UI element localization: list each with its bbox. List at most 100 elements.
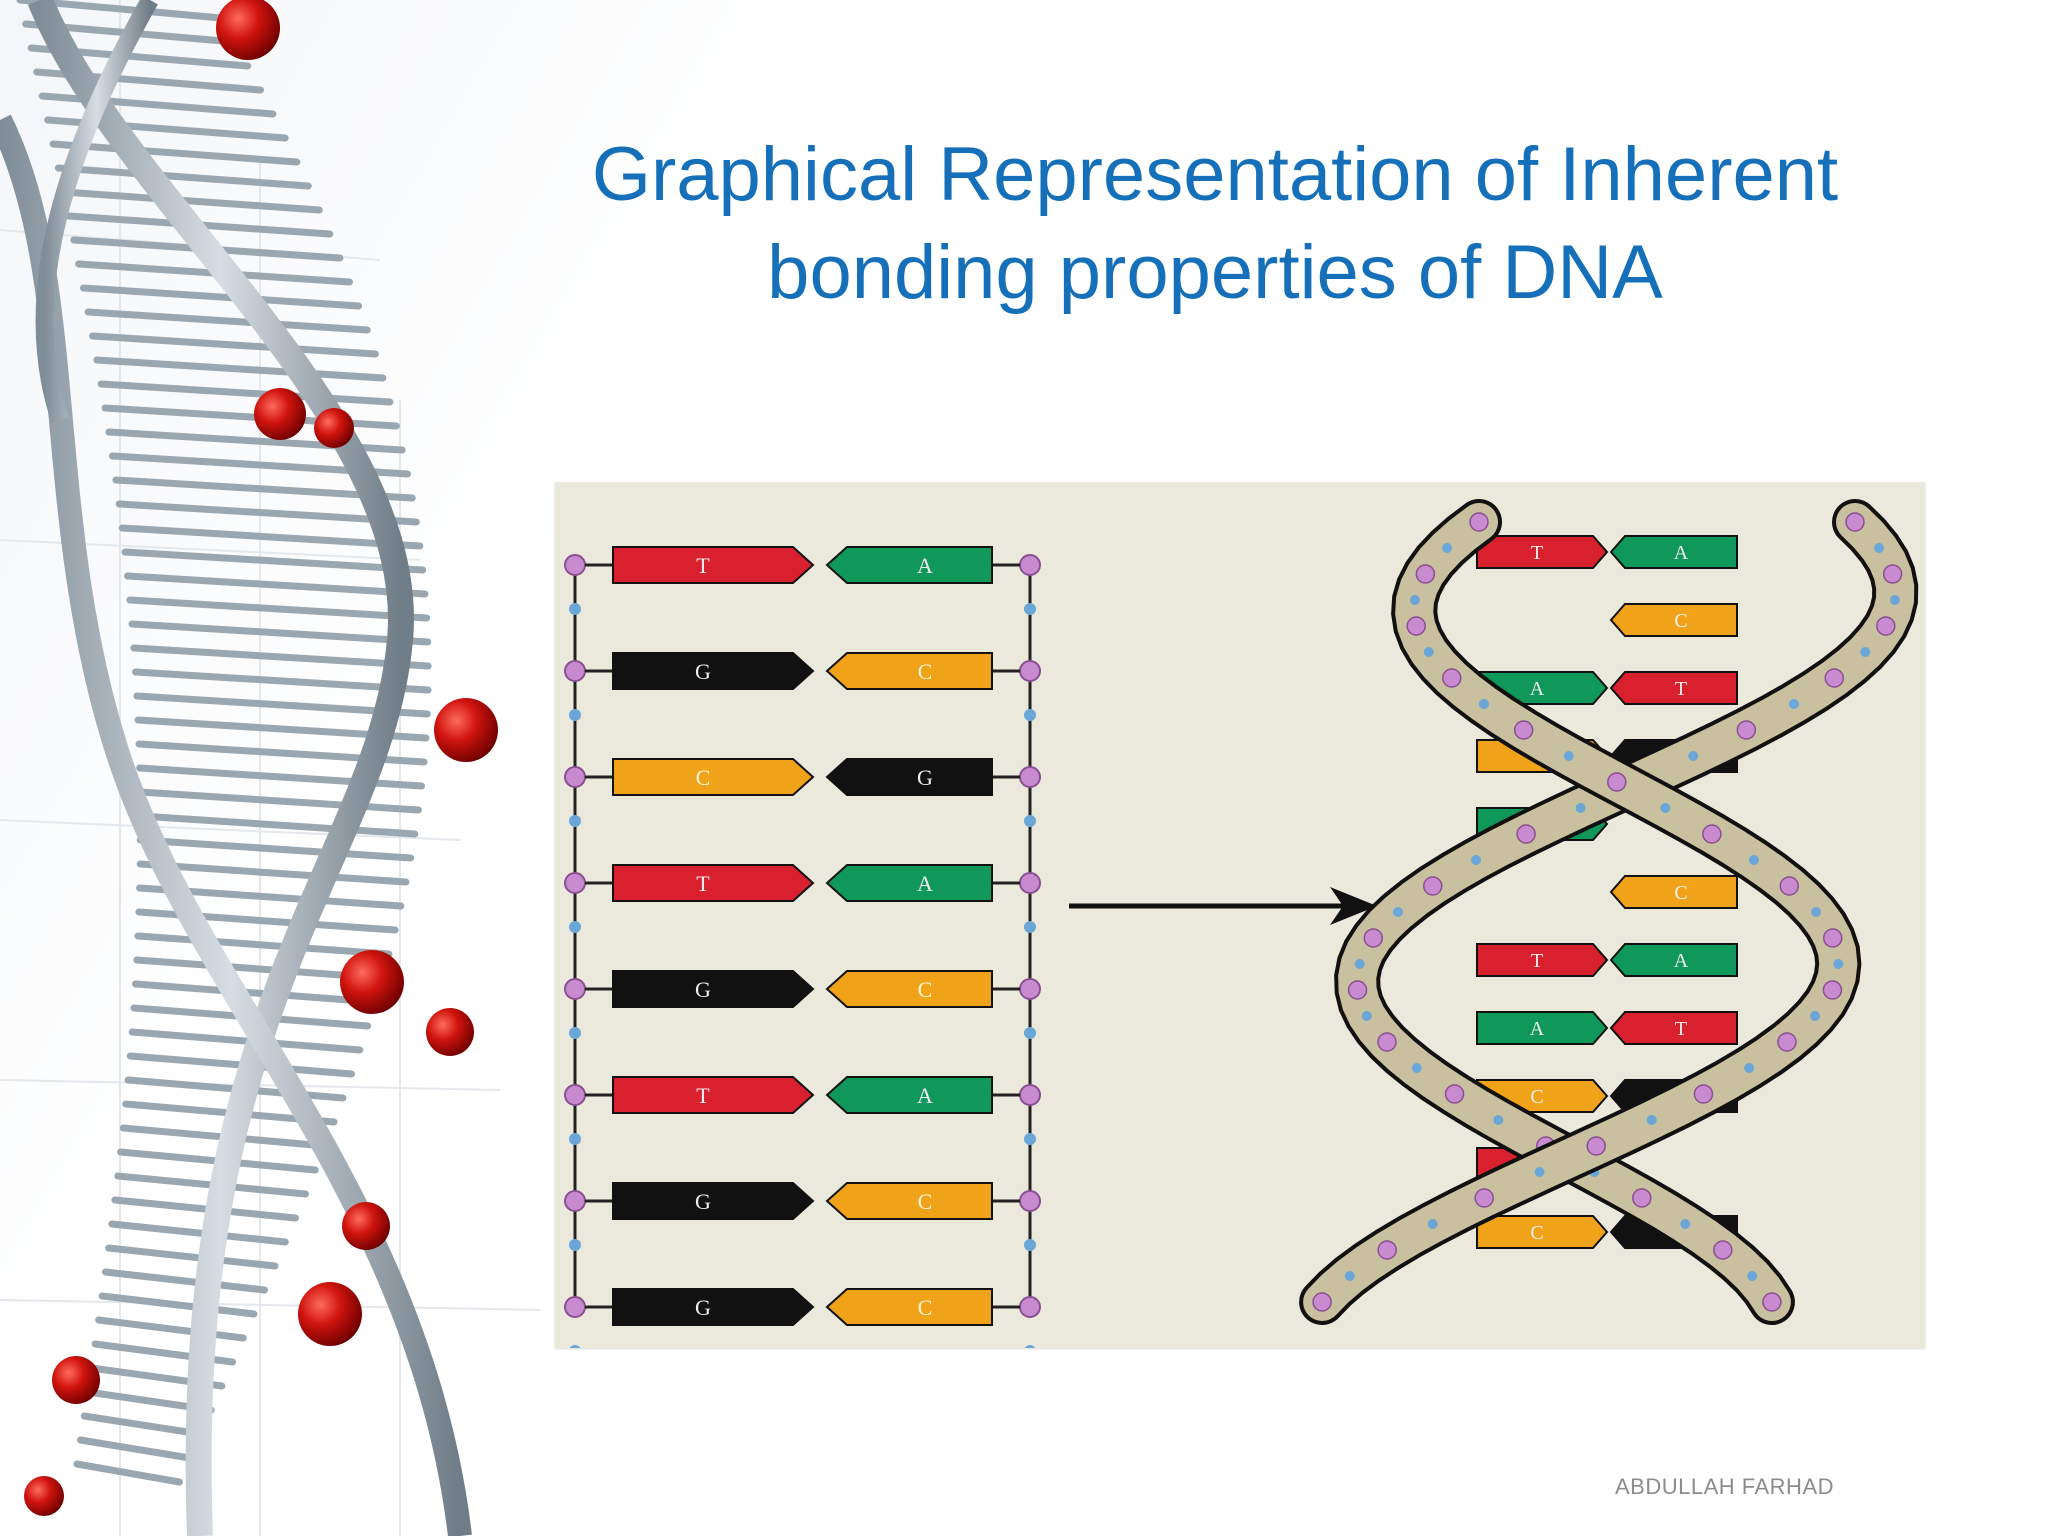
phosphate-node xyxy=(1019,978,1041,1000)
helix-sugar xyxy=(1833,959,1844,969)
helix-phosphate xyxy=(1713,1240,1733,1260)
helix-rung xyxy=(108,1220,289,1246)
helix-strand xyxy=(0,114,472,1536)
sugar-node xyxy=(569,921,581,933)
base-label-left: G xyxy=(695,1189,711,1214)
helix-phosphate xyxy=(1632,1188,1652,1208)
helix-rung xyxy=(98,1292,258,1318)
helix-rung xyxy=(136,860,410,886)
sugar-node xyxy=(1024,1133,1036,1145)
red-sphere xyxy=(24,1476,64,1516)
title-line-1: Graphical Representation of Inherent xyxy=(591,132,1839,217)
helix-base-label-right: C xyxy=(1674,610,1687,632)
helix-sugar xyxy=(1441,543,1452,553)
helix-base-right xyxy=(1609,1011,1738,1045)
base-left xyxy=(612,970,815,1008)
phosphate-node xyxy=(564,872,586,894)
base-label-right: A xyxy=(917,871,933,896)
helix-rung xyxy=(131,980,379,1006)
base-label-right: C xyxy=(918,977,933,1002)
helix-phosphate xyxy=(1377,1032,1397,1052)
helix-base-right xyxy=(1609,603,1738,637)
phosphate-node xyxy=(1019,660,1041,682)
base-right xyxy=(825,546,993,584)
helix-sugar xyxy=(1811,907,1822,917)
helix-sugar xyxy=(1411,1063,1422,1073)
base-label-right: C xyxy=(918,1295,933,1320)
base-label-left: C xyxy=(696,765,711,790)
sugar-node xyxy=(569,1345,581,1357)
base-label-left: T xyxy=(696,553,710,578)
red-sphere xyxy=(434,698,498,762)
author-footer: ABDULLAH FARHAD xyxy=(1615,1474,1835,1499)
base-left xyxy=(612,864,815,902)
helix-sugar xyxy=(1688,751,1699,761)
helix-base-label-right: A xyxy=(1674,950,1689,972)
helix-phosphate xyxy=(1882,564,1903,584)
helix-phosphate xyxy=(1586,1136,1606,1156)
helix-sugar xyxy=(1427,1219,1438,1229)
helix-sugar xyxy=(1789,699,1800,709)
helix-sugar xyxy=(1392,907,1403,917)
sugar-node xyxy=(569,1133,581,1145)
helix-rung xyxy=(84,308,371,334)
dna-helix-decoration xyxy=(0,0,541,1536)
helix-base-label-left: A xyxy=(1530,678,1545,700)
base-left xyxy=(612,758,815,796)
helix-rung xyxy=(95,1316,247,1342)
helix-base-right xyxy=(1609,875,1738,909)
helix-rung xyxy=(79,284,363,310)
helix-phosphate xyxy=(1779,876,1800,896)
red-sphere xyxy=(314,408,354,448)
helix-strand xyxy=(27,0,414,1536)
helix-phosphate xyxy=(1474,1188,1494,1208)
helix-sugar xyxy=(1889,595,1900,605)
helix-phosphate xyxy=(1777,1032,1797,1052)
arrow-head xyxy=(1330,887,1377,925)
helix-rung xyxy=(121,548,427,574)
helix-base-right xyxy=(1609,535,1738,569)
sugar-node xyxy=(1024,1239,1036,1251)
helix-sugar xyxy=(1660,803,1671,813)
helix-rung xyxy=(54,164,312,190)
helix-phosphate xyxy=(1822,980,1843,1000)
helix-rung xyxy=(89,332,379,358)
sugar-node xyxy=(1024,921,1036,933)
red-sphere xyxy=(342,1202,390,1250)
helix-phosphate xyxy=(1347,980,1368,1000)
helix-sugar xyxy=(1361,1011,1372,1021)
helix-phosphate xyxy=(1377,1240,1397,1260)
helix-sugar xyxy=(1874,543,1885,553)
base-left xyxy=(612,652,815,690)
base-label-left: G xyxy=(695,977,711,1002)
phosphate-node xyxy=(1019,554,1041,576)
helix-sugar xyxy=(1744,1063,1755,1073)
phosphate-node xyxy=(564,660,586,682)
helix-base-label-left: C xyxy=(1530,1086,1543,1108)
helix-rung xyxy=(97,380,394,406)
base-label-right: A xyxy=(917,553,933,578)
red-sphere xyxy=(340,950,404,1014)
base-left xyxy=(612,1182,815,1220)
helix-sugar xyxy=(1810,1011,1821,1021)
helix-rung xyxy=(136,812,419,838)
helix-phosphate xyxy=(1822,928,1843,948)
helix-sugar xyxy=(1354,959,1365,969)
helix-rung xyxy=(77,1436,194,1462)
helix-phosphate xyxy=(1363,928,1384,948)
helix-base-left xyxy=(1476,1011,1609,1045)
sugar-node xyxy=(569,709,581,721)
sugar-node xyxy=(1024,1345,1036,1357)
phosphate-node xyxy=(564,1190,586,1212)
helix-phosphate xyxy=(1415,564,1436,584)
transformation-arrow xyxy=(1069,887,1377,925)
